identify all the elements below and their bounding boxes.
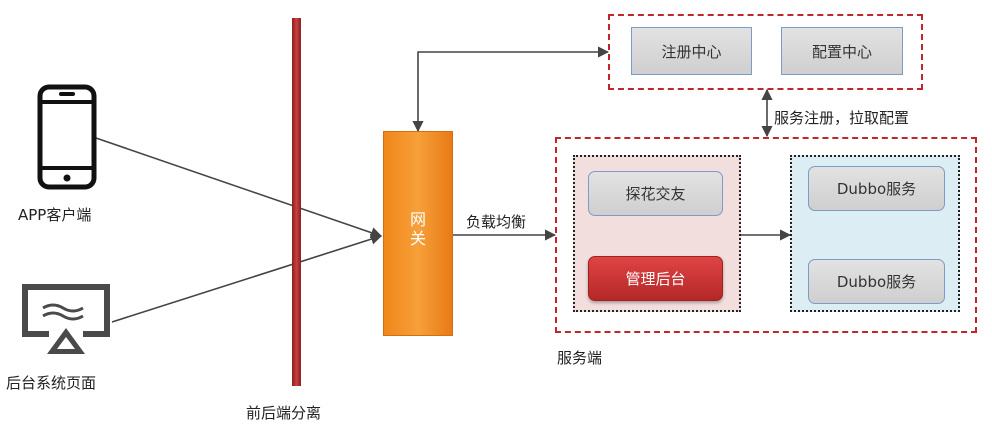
dubbo-service-box-1: Dubbo服务 <box>808 166 945 211</box>
screen-cast-icon <box>22 284 110 354</box>
admin-page-label: 后台系统页面 <box>6 374 97 392</box>
server-group <box>555 137 977 333</box>
dubbo-service-box-2: Dubbo服务 <box>808 259 945 304</box>
app-client-label: APP客户端 <box>18 206 92 224</box>
gateway-label: 网关 <box>410 210 427 248</box>
phone-icon <box>37 84 97 190</box>
gateway-box: 网关 <box>383 131 453 336</box>
config-center-box: 配置中心 <box>781 27 903 75</box>
admin-backend-box: 管理后台 <box>588 256 723 301</box>
app-to-gateway-line <box>95 137 383 239</box>
admin-to-gateway-line <box>111 233 383 323</box>
registry-link-label: 服务注册，拉取配置 <box>774 109 910 127</box>
register-center-box: 注册中心 <box>631 27 752 75</box>
separator-label: 前后端分离 <box>246 404 322 422</box>
registry-group <box>608 14 923 90</box>
server-label: 服务端 <box>557 349 603 367</box>
load-balance-label: 负载均衡 <box>466 213 527 231</box>
tanhua-service-box: 探花交友 <box>588 171 723 216</box>
frontend-backend-separator <box>292 18 301 386</box>
gateway-registry-line <box>412 46 610 133</box>
